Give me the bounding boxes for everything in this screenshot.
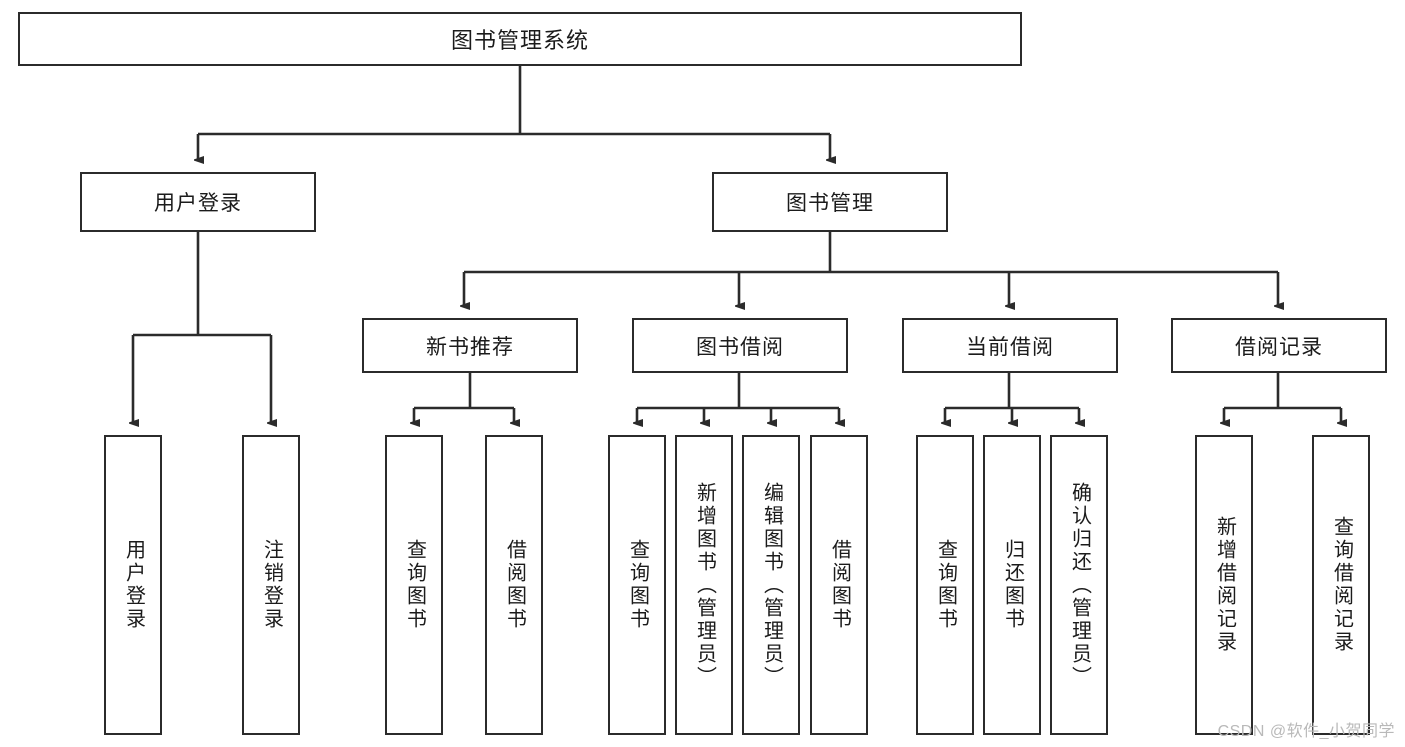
leaf-label: 新增图书（管理员） (693, 481, 716, 689)
leaf-node[interactable]: 注销登录 (242, 435, 300, 735)
leaf-node[interactable]: 借阅图书 (810, 435, 868, 735)
node-book-borrow[interactable]: 图书借阅 (632, 318, 848, 373)
leaf-node[interactable]: 新增图书（管理员） (675, 435, 733, 735)
leaf-label: 查询图书 (626, 539, 649, 631)
leaf-label: 确认归还（管理员） (1068, 481, 1091, 689)
leaf-node[interactable]: 查询图书 (608, 435, 666, 735)
leaf-node[interactable]: 查询图书 (916, 435, 974, 735)
leaf-label: 注销登录 (260, 539, 283, 631)
node-user-login-label: 用户登录 (154, 192, 242, 215)
node-current-borrow-label: 当前借阅 (966, 335, 1054, 359)
leaf-label: 借阅图书 (503, 539, 526, 631)
leaf-label: 用户登录 (122, 539, 145, 631)
leaf-label: 查询借阅记录 (1330, 516, 1353, 654)
leaf-node[interactable]: 确认归还（管理员） (1050, 435, 1108, 735)
leaf-label: 编辑图书（管理员） (760, 481, 783, 689)
node-book-management-label: 图书管理 (786, 192, 874, 215)
node-root[interactable]: 图书管理系统 (18, 12, 1022, 66)
node-root-label: 图书管理系统 (450, 28, 589, 53)
leaf-node[interactable]: 查询图书 (385, 435, 443, 735)
leaf-label: 查询图书 (934, 539, 957, 631)
leaf-node[interactable]: 借阅图书 (485, 435, 543, 735)
leaf-node[interactable]: 用户登录 (104, 435, 162, 735)
leaf-label: 借阅图书 (828, 539, 851, 631)
leaf-node[interactable]: 编辑图书（管理员） (742, 435, 800, 735)
leaf-label: 新增借阅记录 (1213, 516, 1236, 654)
node-new-book-recommend[interactable]: 新书推荐 (362, 318, 578, 373)
node-book-borrow-label: 图书借阅 (696, 335, 784, 359)
node-book-management[interactable]: 图书管理 (712, 172, 948, 232)
leaf-node[interactable]: 归还图书 (983, 435, 1041, 735)
watermark: CSDN @软件_小贺同学 (1217, 723, 1395, 740)
leaf-label: 查询图书 (403, 539, 426, 631)
node-user-login[interactable]: 用户登录 (80, 172, 316, 232)
node-borrow-record[interactable]: 借阅记录 (1171, 318, 1387, 373)
node-current-borrow[interactable]: 当前借阅 (902, 318, 1118, 373)
leaf-node[interactable]: 新增借阅记录 (1195, 435, 1253, 735)
leaf-node[interactable]: 查询借阅记录 (1312, 435, 1370, 735)
node-new-book-recommend-label: 新书推荐 (426, 335, 514, 359)
leaf-label: 归还图书 (1001, 539, 1024, 631)
node-borrow-record-label: 借阅记录 (1235, 335, 1323, 359)
